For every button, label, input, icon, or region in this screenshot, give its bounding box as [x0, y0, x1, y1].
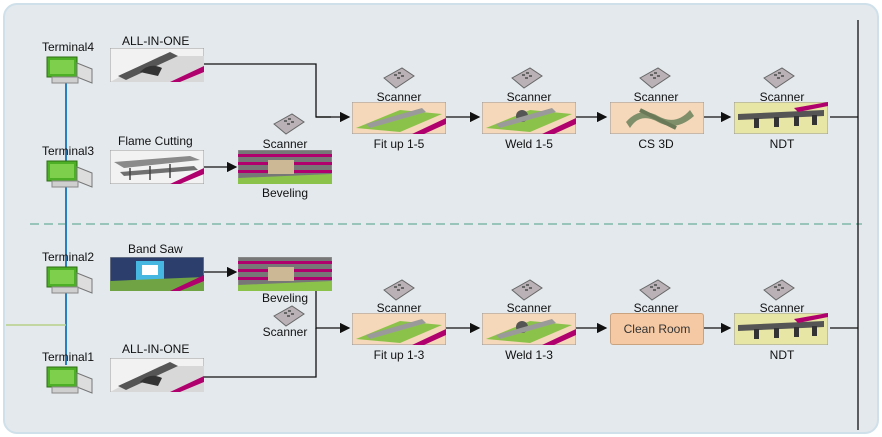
beveling-upper-scanner-label: Scanner: [262, 137, 308, 151]
cleanroom-label: Clean Room: [623, 322, 691, 336]
fitup-lower-label: Fit up 1-3: [373, 348, 425, 362]
fitup-upper-label: Fit up 1-5: [373, 137, 425, 151]
band-saw-machine[interactable]: [110, 257, 204, 291]
terminal3-computer-terminal-icon[interactable]: [46, 159, 96, 189]
weld-upper-station[interactable]: [482, 102, 576, 134]
flame-cutting-machine[interactable]: [110, 150, 204, 184]
terminal1-computer-terminal-icon[interactable]: [46, 365, 96, 395]
flow-allinone-top: [202, 63, 351, 123]
beveling-lower-scanner-label: Scanner: [262, 325, 308, 339]
beveling-upper-label: Beveling: [261, 186, 309, 200]
fitup-upper-station[interactable]: [352, 102, 446, 134]
terminal4-computer-terminal-icon[interactable]: [46, 55, 96, 85]
allinone-bottom-label: ALL-IN-ONE: [122, 342, 190, 356]
weld-lower-handheld-scanner-icon[interactable]: [510, 278, 544, 302]
ndt-lower-station[interactable]: [734, 313, 828, 345]
allinone-top-machine[interactable]: [110, 48, 204, 82]
weld-upper-handheld-scanner-icon[interactable]: [510, 66, 544, 90]
weld-lower-scanner-label: Scanner: [506, 301, 552, 315]
ndt-upper-label: NDT: [769, 137, 795, 151]
ndt-lower-handheld-scanner-icon[interactable]: [762, 278, 796, 302]
flow-allinone-bottom: [202, 328, 317, 378]
allinone-top-label: ALL-IN-ONE: [122, 34, 190, 48]
ndt-upper-station[interactable]: [734, 102, 828, 134]
allinone-bottom-machine[interactable]: [110, 358, 204, 392]
beveling-lower-label: Beveling: [261, 291, 309, 305]
fitup-lower-handheld-scanner-icon[interactable]: [382, 278, 416, 302]
cleanroom-handheld-scanner-icon[interactable]: [638, 278, 672, 302]
ndt-upper-handheld-scanner-icon[interactable]: [762, 66, 796, 90]
fitup-upper-handheld-scanner-icon[interactable]: [382, 66, 416, 90]
ndt-lower-label: NDT: [769, 348, 795, 362]
terminal2-computer-terminal-icon[interactable]: [46, 265, 96, 295]
beveling-lower-machine[interactable]: [238, 257, 332, 291]
weld-upper-label: Weld 1-5: [505, 137, 553, 151]
beveling-upper-machine[interactable]: [238, 150, 332, 184]
cleanroom-scanner-label: Scanner: [633, 301, 679, 315]
band-saw-label: Band Saw: [128, 242, 183, 256]
weld-upper-scanner-label: Scanner: [506, 90, 552, 104]
terminal2-label: Terminal2: [42, 250, 95, 264]
weld-lower-label: Weld 1-3: [505, 348, 553, 362]
beveling-upper-handheld-scanner-icon[interactable]: [272, 112, 306, 136]
cs3d-label: CS 3D: [638, 137, 674, 151]
beveling-lower-handheld-scanner-icon[interactable]: [272, 304, 306, 328]
cleanroom-station[interactable]: Clean Room: [610, 313, 704, 345]
fitup-lower-scanner-label: Scanner: [376, 301, 422, 315]
fitup-upper-scanner-label: Scanner: [376, 90, 422, 104]
terminal1-label: Terminal1: [42, 350, 95, 364]
cs3d-scanner-label: Scanner: [633, 90, 679, 104]
ndt-lower-scanner-label: Scanner: [759, 301, 805, 315]
terminal4-label: Terminal4: [42, 40, 95, 54]
cs3d-station[interactable]: [610, 102, 704, 134]
cs3d-handheld-scanner-icon[interactable]: [638, 66, 672, 90]
ndt-upper-scanner-label: Scanner: [759, 90, 805, 104]
terminal3-label: Terminal3: [42, 144, 95, 158]
flame-cutting-label: Flame Cutting: [118, 134, 193, 148]
weld-lower-station[interactable]: [482, 313, 576, 345]
fitup-lower-station[interactable]: [352, 313, 446, 345]
